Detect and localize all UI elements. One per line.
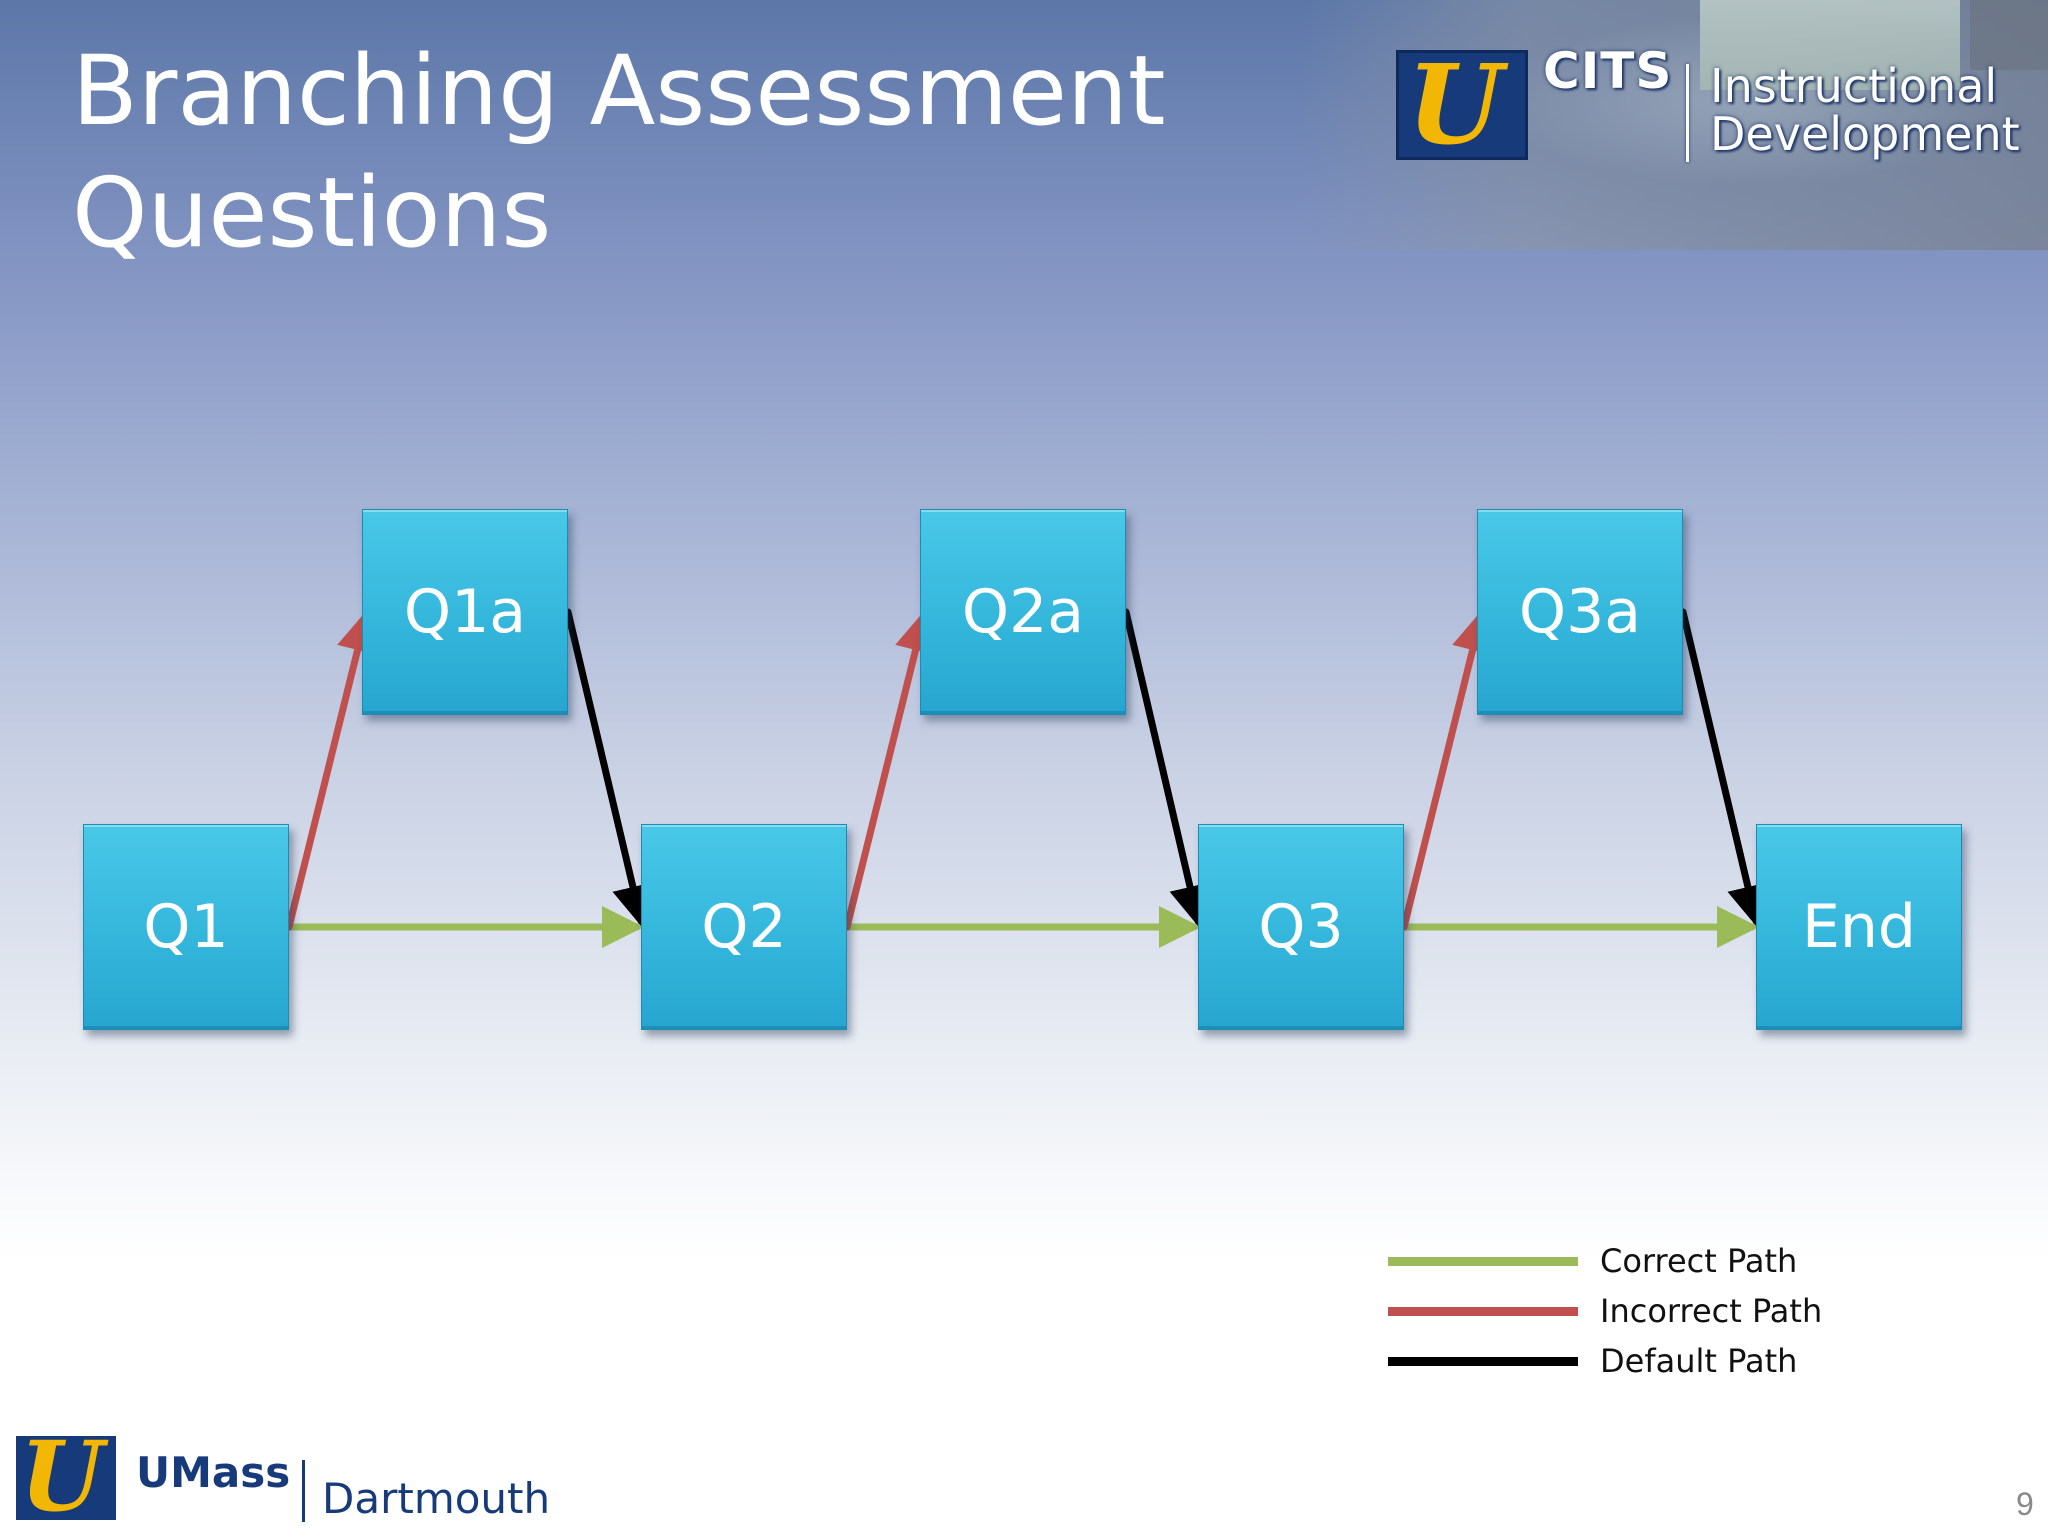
umass-wordmark: UMass	[136, 1448, 291, 1497]
legend-swatch-correct	[1388, 1257, 1578, 1266]
header-photo-monitor	[1970, 0, 2048, 70]
legend-item-incorrect: Incorrect Path	[1388, 1290, 1868, 1330]
umass-footer-logo-icon: U	[16, 1422, 116, 1532]
node-end: End	[1756, 824, 1962, 1030]
node-q2: Q2	[641, 824, 847, 1030]
node-q3a: Q3a	[1477, 509, 1683, 715]
node-q2a: Q2a	[920, 509, 1126, 715]
instructional-development-text: Instructional Development	[1710, 62, 2020, 158]
legend-label-incorrect: Incorrect Path	[1600, 1292, 1823, 1330]
node-q1a: Q1a	[362, 509, 568, 715]
umass-u-logo-icon: U	[1396, 45, 1528, 165]
legend-label-correct: Correct Path	[1600, 1242, 1798, 1280]
u-letter-glyph: U	[20, 1420, 104, 1533]
division-line-2: Development	[1710, 107, 2020, 161]
footer-logo-divider	[302, 1460, 305, 1522]
legend-swatch-default	[1388, 1357, 1578, 1366]
header-logo-divider	[1686, 64, 1689, 162]
legend-item-default: Default Path	[1388, 1340, 1868, 1380]
cits-logo-text: CITS	[1543, 42, 1673, 100]
edge-incorrect-q2-to-q2a	[843, 609, 936, 931]
node-q1: Q1	[83, 824, 289, 1030]
dartmouth-wordmark: Dartmouth	[322, 1474, 551, 1523]
path-legend: Correct Path Incorrect Path Default Path	[1388, 1240, 1868, 1390]
division-line-1: Instructional	[1710, 59, 1998, 113]
slide-title-line-2: Questions	[72, 157, 552, 269]
legend-swatch-incorrect	[1388, 1307, 1578, 1316]
edge-default-q1a-to-q2	[564, 608, 654, 928]
legend-label-default: Default Path	[1600, 1342, 1798, 1380]
legend-item-correct: Correct Path	[1388, 1240, 1868, 1280]
edge-default-q2a-to-q3	[1122, 608, 1211, 928]
edge-incorrect-q1-to-q1a	[285, 609, 378, 931]
u-letter-glyph: U	[1407, 40, 1503, 169]
slide-title-line-1: Branching Assessment	[72, 35, 1166, 147]
edge-default-q3a-to-end	[1679, 608, 1769, 928]
slide-title: Branching Assessment Questions	[72, 30, 1272, 274]
node-q3: Q3	[1198, 824, 1404, 1030]
header-photo-projector-screen	[1700, 0, 1960, 90]
edge-incorrect-q3-to-q3a	[1400, 609, 1493, 931]
slide-page-number: 9	[2016, 1486, 2034, 1522]
